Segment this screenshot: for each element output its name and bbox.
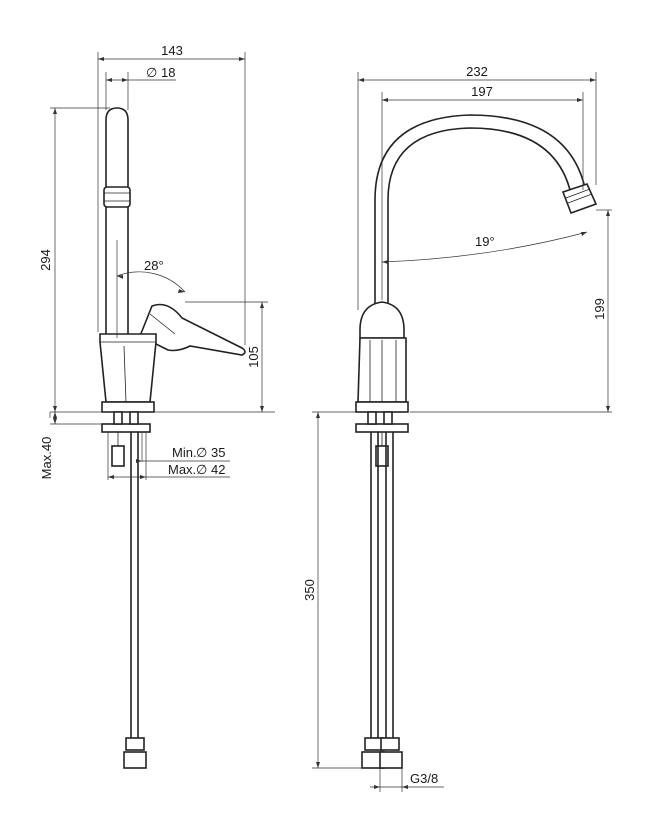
dim-front-total-width: 232: [466, 64, 488, 79]
side-supply-hose: [130, 432, 139, 738]
front-hose-nut-right: [380, 737, 400, 751]
front-gooseneck-spout: [374, 114, 586, 316]
dim-side-min-hole-value: 35: [211, 445, 225, 460]
side-spout-pipe: [105, 107, 129, 334]
side-base-plate: [101, 401, 155, 413]
dim-side-max-thickness: Max.40: [39, 437, 54, 480]
front-supply-hoses: [370, 432, 394, 738]
diameter-symbol: ∅: [146, 65, 157, 80]
dim-side-height: 294: [38, 249, 53, 271]
dim-side-body-height: 105: [246, 346, 261, 368]
dim-side-lever-angle: 28°: [144, 258, 164, 273]
dim-side-spout-dia: 18: [161, 65, 175, 80]
dim-front-spout-height: 199: [592, 298, 607, 320]
side-mounting-plate: [101, 423, 151, 433]
side-body: [99, 333, 157, 403]
dim-front-swivel-angle: 19°: [475, 234, 495, 249]
front-view: 232 197 19° 199 350 G3/8: [302, 64, 612, 792]
dim-side-max-hole-symbol: ∅: [196, 462, 207, 477]
dim-side-min-hole-label: Min.: [172, 445, 197, 460]
side-hose-nut: [125, 737, 145, 751]
dim-side-min-hole-symbol: ∅: [196, 445, 207, 460]
front-mounting-plate: [355, 423, 409, 433]
front-base-plate: [355, 401, 409, 413]
side-lever-handle: [138, 303, 246, 356]
dim-side-width: 143: [161, 43, 183, 58]
dim-side-max-hole-label: Max.: [168, 462, 196, 477]
dim-front-reach: 197: [471, 84, 493, 99]
dim-front-hose-length: 350: [302, 579, 317, 601]
side-aerator-ring: [103, 186, 131, 208]
front-body: [359, 301, 405, 339]
side-view: 143 ∅ 18 294 28° 105 Max.40: [38, 43, 275, 769]
dim-front-thread: G3/8: [410, 771, 438, 786]
dim-side-max-hole-value: 42: [211, 462, 225, 477]
